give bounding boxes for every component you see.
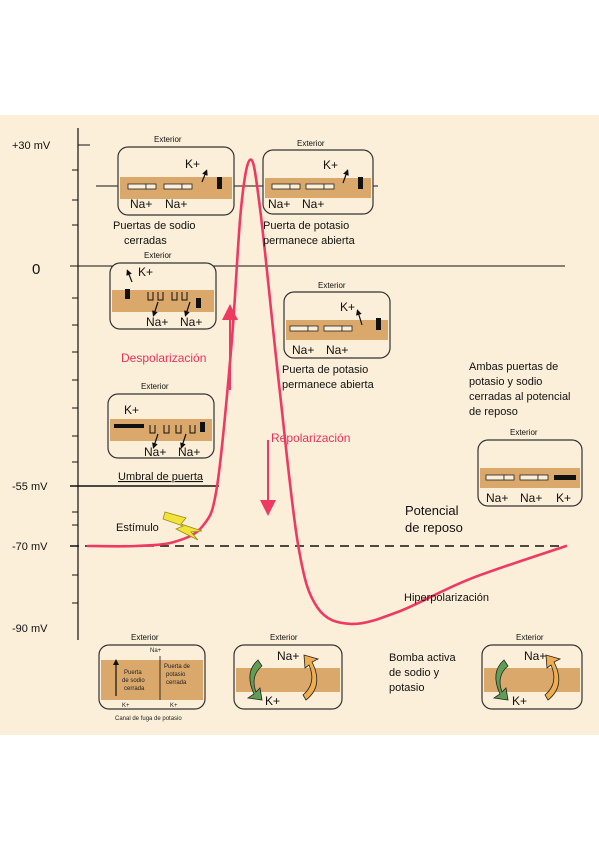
na-ion-label: Na+ — [268, 197, 290, 211]
k-ion-label: K+ — [170, 703, 178, 709]
na-ion-label: Na+ — [178, 445, 200, 459]
potassium-pump-icon — [246, 659, 263, 701]
na-ion-label: Na+ — [180, 315, 202, 329]
exterior-label: Exterior — [297, 139, 325, 148]
caption-potassium-open-b2: permanece abierta — [282, 379, 375, 391]
k-ion-label: K+ — [122, 703, 130, 709]
label-repolarization: Repolarización — [271, 431, 350, 445]
tick-label-plus30: +30 mV — [12, 140, 51, 152]
caption-both-gates-2: potasio y sodio — [469, 376, 542, 388]
na-ion-label: Na+ — [524, 649, 546, 663]
caption-pump-1: Bomba activa — [389, 652, 457, 664]
caption-leak-channel: Canal de fuga de potasio — [115, 716, 182, 722]
na-ion-label: Na+ — [150, 648, 162, 654]
sodium-pump-icon — [544, 654, 562, 701]
tick-label-minus90: -90 mV — [12, 623, 48, 635]
na-ion-label: Na+ — [326, 343, 348, 357]
label-depolarization: Despolarización — [121, 351, 206, 365]
panel-pump-right: Exterior Na+ K+ — [481, 633, 583, 710]
caption-both-gates-1: Ambas puertas de — [469, 361, 558, 373]
na-ion-label: Na+ — [146, 315, 168, 329]
tick-label-minus55: -55 mV — [12, 481, 48, 493]
sodium-pump-icon — [302, 654, 320, 701]
caption-pump-3: potasio — [389, 682, 424, 694]
panel-pump-middle: Exterior Na+ K+ — [233, 633, 343, 710]
caption-both-gates-3: cerradas al potencial — [469, 391, 571, 403]
na-ion-label: Na+ — [486, 491, 508, 505]
exterior-label: Exterior — [131, 633, 159, 642]
exterior-label: Exterior — [516, 633, 544, 642]
tick-label-minus70: -70 mV — [12, 541, 48, 553]
label-hyperpolarization: Hiperpolarización — [404, 592, 489, 604]
label-threshold: Umbral de puerta — [118, 471, 204, 483]
panel-sodium-closed: Exterior K+ Na+ Na+ — [117, 135, 235, 216]
na-ion-label: Na+ — [165, 197, 187, 211]
exterior-label: Exterior — [144, 251, 172, 260]
k-gate-caption-3: cerrada — [166, 680, 187, 686]
panel-leak-channel: Exterior Na+ K+ K+ Puerta de sodio cerra… — [98, 633, 206, 710]
axis-minor-ticks — [72, 169, 78, 604]
panel-threshold: Exterior K+ Na+ Na+ — [107, 382, 215, 459]
exterior-label: Exterior — [318, 281, 346, 290]
label-resting-2: de reposo — [405, 520, 463, 535]
na-gate-caption-2: de sodio — [122, 678, 145, 684]
exterior-label: Exterior — [154, 135, 182, 144]
exterior-label: Exterior — [510, 428, 538, 437]
na-gate-caption-3: cerrada — [124, 686, 145, 692]
caption-pump-2: de sodio y — [389, 667, 440, 679]
k-ion-label: K+ — [556, 491, 571, 505]
caption-sodium-closed-2: cerradas — [124, 235, 167, 247]
na-ion-label: Na+ — [130, 197, 152, 211]
caption-potassium-open-a2: permanece abierta — [263, 235, 356, 247]
k-ion-label: K+ — [138, 265, 153, 279]
stimulus-bolt-icon — [162, 511, 203, 541]
na-ion-label: Na+ — [520, 491, 542, 505]
caption-potassium-open-a1: Puerta de potasio — [263, 220, 349, 232]
na-ion-label: Na+ — [144, 445, 166, 459]
k-ion-label: K+ — [340, 300, 355, 314]
exterior-label: Exterior — [270, 633, 298, 642]
k-ion-label: K+ — [323, 158, 338, 172]
caption-potassium-open-b1: Puerta de potasio — [282, 364, 368, 376]
caption-sodium-closed-1: Puertas de sodio — [113, 220, 196, 232]
na-gate-caption-1: Puerta — [124, 670, 142, 676]
na-ion-label: Na+ — [292, 343, 314, 357]
k-ion-label: K+ — [512, 694, 527, 708]
panel-resting-gates: Exterior Na+ Na+ K+ — [477, 428, 583, 507]
panel-potassium-open-middle: Exterior K+ Na+ Na+ — [283, 281, 391, 359]
label-stimulus: Estímulo — [116, 522, 159, 534]
k-ion-label: K+ — [185, 157, 200, 171]
action-potential-curve — [86, 158, 568, 626]
caption-both-gates-4: de reposo — [469, 406, 518, 418]
k-gate-caption-2: potasio — [166, 672, 186, 678]
exterior-label: Exterior — [141, 382, 169, 391]
diagram-background — [0, 115, 599, 735]
k-gate-caption-1: Puerta de — [164, 664, 191, 670]
label-resting-1: Potencial — [405, 503, 459, 518]
k-ion-label: K+ — [124, 403, 139, 417]
panel-depolarization: Exterior K+ Na+ Na+ — [109, 251, 217, 330]
na-ion-label: Na+ — [302, 197, 324, 211]
tick-label-zero: 0 — [32, 261, 40, 278]
k-ion-label: K+ — [265, 694, 280, 708]
potassium-pump-icon — [492, 659, 509, 701]
na-ion-label: Na+ — [277, 649, 299, 663]
panel-potassium-open-top: Exterior K+ Na+ Na+ — [262, 139, 374, 215]
